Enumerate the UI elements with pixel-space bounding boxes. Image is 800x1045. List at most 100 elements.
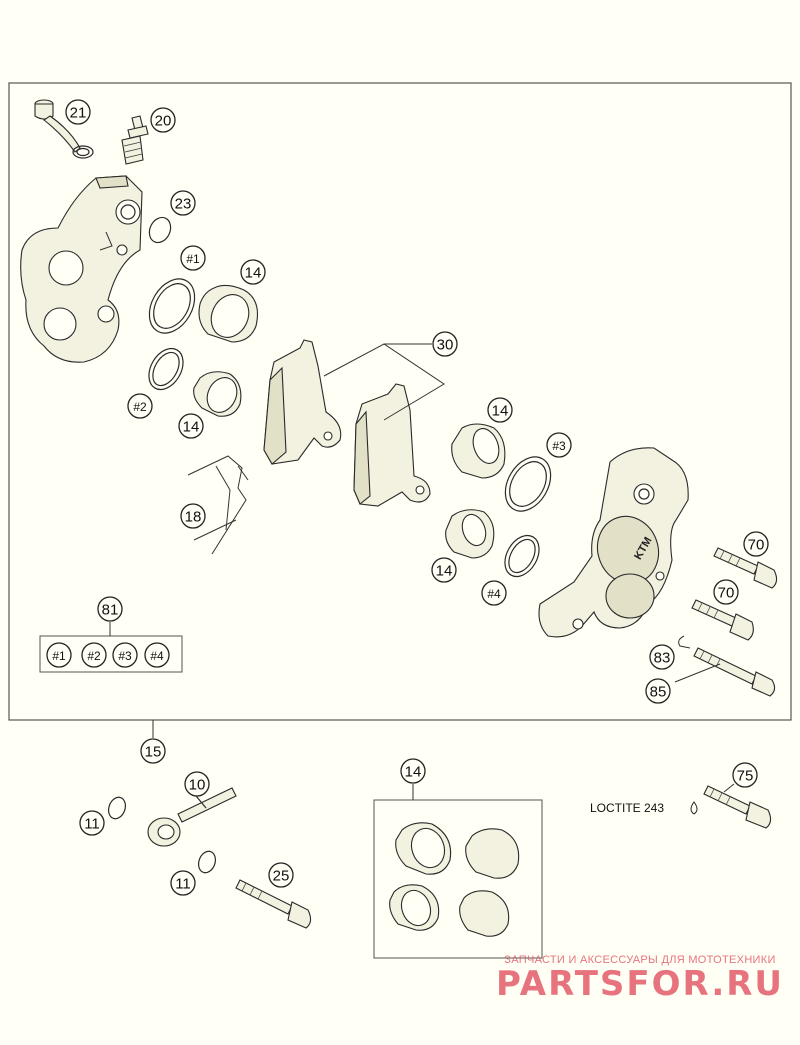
callout-c81c: #3 [112, 642, 138, 668]
left-caliper-body [20, 175, 143, 363]
callout-c10: 10 [184, 771, 210, 797]
callout-c75: 75 [732, 762, 758, 788]
callout-circle [170, 190, 196, 216]
callout-label: 70 [718, 585, 735, 602]
callout-c11b: 11 [170, 870, 196, 896]
callout-c25: 25 [268, 862, 294, 888]
callout-circle [184, 771, 210, 797]
callout-label: 21 [70, 105, 87, 122]
callout-c83: 83 [649, 644, 675, 670]
callout-circle [268, 862, 294, 888]
callout-label: 14 [183, 419, 200, 436]
callout-circle [732, 762, 758, 788]
callout-30-leader [323, 343, 445, 421]
callout-circle [487, 397, 513, 423]
bolt-70-upper [713, 547, 778, 589]
part-21-bleeder-cap [34, 99, 94, 159]
callout-label: 14 [436, 563, 453, 580]
callout-circle [140, 738, 166, 764]
callout-circle [144, 642, 170, 668]
callout-c15: 15 [140, 738, 166, 764]
callout-circle [743, 531, 769, 557]
part-11-washer-lower [197, 850, 217, 874]
callout-circle [46, 642, 72, 668]
callout-c2: #2 [127, 393, 153, 419]
bolt-70-lower [691, 599, 754, 641]
callout-label: 14 [405, 764, 422, 781]
callout-c81: 81 [97, 596, 123, 622]
callout-label: #1 [52, 649, 66, 663]
callout-label: #2 [87, 649, 101, 663]
callout-c23: 23 [170, 190, 196, 216]
callout-c81a: #1 [46, 642, 72, 668]
loctite-label: LOCTITE 243 [590, 801, 664, 815]
callout-c4: #4 [481, 580, 507, 606]
part-20-bleeder-screw [121, 115, 149, 165]
callout-label: 11 [175, 876, 191, 893]
callout-label: 30 [437, 337, 454, 354]
callout-circle [431, 557, 457, 583]
part-18-pad-spring [187, 455, 249, 555]
callout-label: 75 [737, 768, 754, 785]
watermark-brand: PARTSFOR.RU [496, 964, 784, 1004]
callout-c14e: 14 [400, 758, 426, 784]
callout-c21: 21 [65, 99, 91, 125]
callout-label: 11 [84, 816, 100, 833]
part-23-seal-ring [148, 216, 172, 244]
callout-label: #3 [118, 649, 132, 663]
brake-pad-right [353, 383, 431, 507]
callout-label: #3 [552, 439, 566, 453]
callout-circle [178, 413, 204, 439]
callout-c14c: 14 [487, 397, 513, 423]
seal-4 [504, 534, 540, 578]
callout-c20: 20 [150, 107, 176, 133]
callout-label: 23 [175, 196, 192, 213]
seal-2 [148, 347, 184, 391]
callout-c30: 30 [432, 331, 458, 357]
piston-kit-box [373, 799, 543, 959]
callout-c81d: #4 [144, 642, 170, 668]
callout-label: 81 [102, 602, 119, 619]
callout-circle [645, 678, 671, 704]
part-85-pin [693, 647, 776, 697]
right-caliper-body: KTM [538, 447, 689, 638]
callout-circle [180, 503, 206, 529]
part-75-bolt [703, 785, 772, 829]
part-11-washer-upper [107, 796, 127, 820]
callout-c70a: 70 [743, 531, 769, 557]
part-10-banjo-fitting [147, 787, 237, 847]
part-25-hollow-bolt [235, 879, 312, 929]
callout-label: 18 [185, 509, 202, 526]
callout-circle [65, 99, 91, 125]
callout-circle [97, 596, 123, 622]
seal-1 [148, 278, 196, 334]
callout-circle [481, 580, 507, 606]
callout-c1: #1 [180, 245, 206, 271]
callout-circle [546, 432, 572, 458]
callout-c81b: #2 [81, 642, 107, 668]
callout-layer: 21 20 23 #1 14 #2 14 30 14 #3 18 14 #4 70 70 81 #1 #2 #3 #4… [46, 99, 769, 896]
callout-c18: 18 [180, 503, 206, 529]
callout-circle [180, 245, 206, 271]
seal-3 [504, 456, 552, 512]
callout-label: 25 [273, 868, 290, 885]
callout-label: 10 [189, 777, 206, 794]
callout-label: 83 [654, 650, 671, 667]
watermark: ЗАПЧАСТИ И АКСЕССУАРЫ ДЛЯ МОТОТЕХНИКИ PA… [496, 954, 784, 1004]
callout-circle [240, 259, 266, 285]
callout-c11a: 11 [79, 810, 105, 836]
callout-label: 70 [748, 537, 765, 554]
seal-kit-box [39, 635, 183, 673]
callout-circle [79, 810, 105, 836]
callout-circle [150, 107, 176, 133]
callout-c14d: 14 [431, 557, 457, 583]
callout-label: #2 [133, 400, 147, 414]
callout-label: #4 [487, 587, 501, 601]
callout-label: 15 [145, 744, 162, 761]
callout-circle [713, 579, 739, 605]
callout-label: #1 [186, 252, 200, 266]
callout-circle [81, 642, 107, 668]
piston-14-right-lower [445, 509, 495, 559]
callout-circle [127, 393, 153, 419]
